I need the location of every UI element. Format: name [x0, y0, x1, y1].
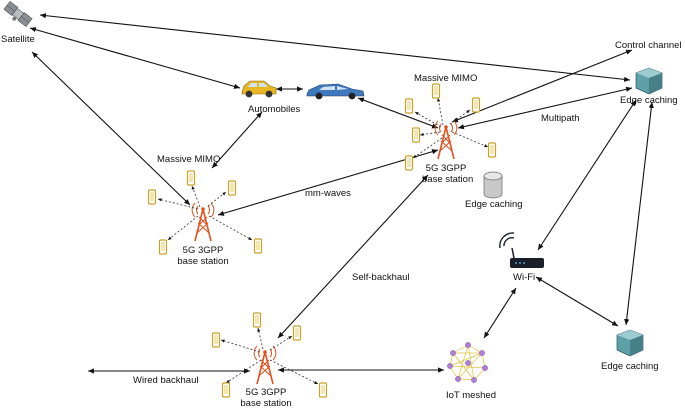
center-base-station-line1: 5G 3GPP [425, 163, 467, 174]
blue-car-icon [306, 83, 365, 100]
iot-meshed-label: IoT meshed [446, 390, 496, 401]
arrow-wifi-edge-caching-bottom [535, 276, 619, 327]
arrow-satellite-edge-caching [39, 13, 631, 82]
control-channel-label: Control channel [615, 40, 682, 51]
arrow-wifi-iot [483, 287, 517, 339]
arrow-center-bs-blue-car [357, 97, 439, 129]
wired-backhaul-label: Wired backhaul [133, 375, 199, 386]
left-base-station-line1: 5G 3GPP [182, 245, 224, 256]
edge-caching-bottom-cube-icon [616, 329, 644, 357]
device-links [157, 97, 489, 385]
left-base-station-label: 5G 3GPP base station [176, 245, 230, 267]
center-base-station-label: 5G 3GPP base station [422, 163, 474, 185]
yellow-car-icon [241, 80, 277, 98]
massive-mimo-left-label: Massive MIMO [157, 154, 221, 165]
phone-icons [147, 83, 497, 398]
arrow-satellite-automobiles [29, 27, 241, 89]
connection-arrows [29, 13, 654, 374]
arrow-self-backhaul [277, 174, 429, 339]
center-base-station-line2: base station [422, 174, 474, 185]
wifi-router-icon [499, 232, 544, 268]
edge-caching-database-icon [483, 171, 503, 199]
self-backhaul-label: Self-backhaul [352, 272, 410, 283]
edge-caching-top-label: Edge caching [620, 95, 678, 106]
arrow-satellite-left-base-station [31, 51, 191, 206]
automobiles-label: Automobiles [248, 104, 301, 115]
left-base-station-line2: base station [177, 256, 229, 267]
multipath-label: Multipath [541, 113, 580, 124]
bottom-base-station-icon [253, 345, 277, 385]
bottom-base-station-label: 5G 3GPP base station [239, 387, 293, 409]
arrow-edge-caching-top-bottom [624, 101, 654, 326]
edge-caching-top-cube-icon [635, 67, 663, 95]
iot-mesh-icon [447, 342, 488, 383]
bottom-base-station-line2: base station [240, 398, 292, 409]
satellite-label: Satellite [1, 34, 35, 45]
massive-mimo-center-label: Massive MIMO [414, 73, 478, 84]
arrow-edge-caching-wifi [537, 99, 637, 251]
edge-caching-bottom-label: Edge caching [601, 361, 659, 372]
bottom-base-station-line1: 5G 3GPP [245, 387, 287, 398]
satellite-icon [3, 1, 33, 27]
mm-waves-label: mm-waves [305, 188, 351, 199]
edge-caching-center-label: Edge caching [465, 199, 523, 210]
left-base-station-icon [191, 202, 215, 242]
wifi-label: Wi-Fi [513, 272, 536, 283]
